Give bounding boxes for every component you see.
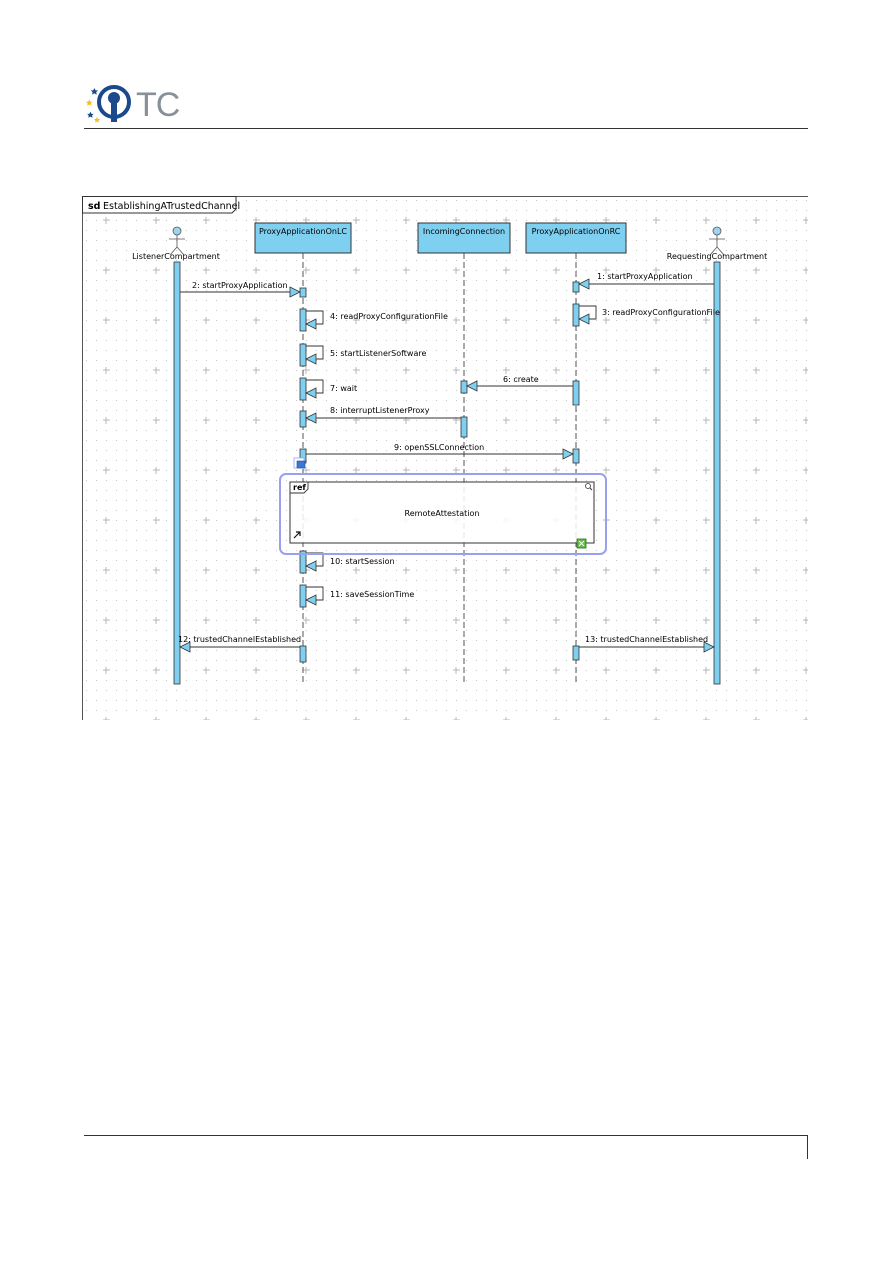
message-label: 3: readProxyConfigurationFile bbox=[602, 308, 720, 317]
message-label: 9: openSSLConnection bbox=[394, 443, 484, 452]
message-label: 10: startSession bbox=[330, 557, 395, 566]
activation-bar[interactable] bbox=[173, 261, 181, 685]
activation-bar[interactable] bbox=[460, 416, 468, 438]
actor-label: RequestingCompartment bbox=[667, 252, 767, 261]
frame-name: EstablishingATrustedChannel bbox=[103, 201, 240, 212]
activation-bar[interactable] bbox=[572, 303, 580, 327]
activation-bar[interactable] bbox=[460, 380, 468, 394]
logo-emblem-icon bbox=[86, 85, 131, 123]
green-marker-icon[interactable] bbox=[576, 538, 587, 549]
activation-bar[interactable] bbox=[572, 645, 580, 661]
message-label: 8: interruptListenerProxy bbox=[330, 406, 430, 415]
message-label: 6: create bbox=[503, 375, 539, 384]
selection-outline bbox=[279, 473, 607, 555]
message-8[interactable]: 8: interruptListenerProxy bbox=[305, 406, 461, 424]
object-incoming-connection[interactable]: IncomingConnection bbox=[417, 222, 511, 254]
activation-bar[interactable] bbox=[572, 448, 580, 464]
object-proxy-application-on-rc[interactable]: ProxyApplicationOnRC bbox=[525, 222, 627, 254]
object-proxy-application-on-lc[interactable]: ProxyApplicationOnLC bbox=[254, 222, 352, 254]
message-label: 2: startProxyApplication bbox=[192, 281, 288, 290]
message-2[interactable]: 2: startProxyApplication bbox=[180, 281, 301, 298]
activation-bar[interactable] bbox=[299, 550, 307, 574]
message-label: 1: startProxyApplication bbox=[597, 272, 693, 281]
itc-logo: TC bbox=[86, 82, 196, 128]
message-label: 5: startListenerSoftware bbox=[330, 349, 426, 358]
logo-text: TC bbox=[136, 86, 180, 124]
activation-bar[interactable] bbox=[299, 584, 307, 608]
activation-bar[interactable] bbox=[299, 410, 307, 428]
activation-bar[interactable] bbox=[299, 377, 307, 401]
activation-bar[interactable] bbox=[572, 380, 580, 406]
message-5[interactable]: 5: startListenerSoftware bbox=[305, 345, 426, 365]
activation-bar[interactable] bbox=[299, 343, 307, 367]
activation-bar[interactable] bbox=[713, 261, 721, 685]
activation-bar[interactable] bbox=[572, 281, 580, 293]
message-label: 7: wait bbox=[330, 384, 357, 393]
message-label: 12: trustedChannelEstablished bbox=[178, 635, 301, 644]
activation-bar[interactable] bbox=[299, 308, 307, 332]
footer-tick bbox=[807, 1135, 808, 1159]
actor-label: ListenerCompartment bbox=[132, 252, 220, 261]
object-label: IncomingConnection bbox=[423, 227, 505, 236]
zoom-icon[interactable] bbox=[585, 483, 593, 491]
sequence-diagram-canvas: sd EstablishingATrustedChannel ListenerC… bbox=[82, 196, 808, 720]
actor-listener-compartment[interactable]: ListenerCompartment bbox=[132, 226, 220, 261]
message-7[interactable]: 7: wait bbox=[305, 379, 357, 399]
message-3[interactable]: 3: readProxyConfigurationFile bbox=[578, 305, 720, 325]
activation-bar[interactable] bbox=[299, 287, 307, 298]
resize-arrow-icon[interactable] bbox=[293, 531, 301, 539]
ref-name: RemoteAttestation bbox=[405, 509, 480, 518]
message-11[interactable]: 11: saveSessionTime bbox=[305, 586, 414, 606]
message-13[interactable]: 13: trustedChannelEstablished bbox=[579, 635, 715, 653]
message-9[interactable]: 9: openSSLConnection bbox=[306, 443, 574, 460]
message-label: 13: trustedChannelEstablished bbox=[585, 635, 708, 644]
frame-header: sd EstablishingATrustedChannel bbox=[82, 196, 808, 720]
message-label: 4: readProxyConfigurationFile bbox=[330, 312, 448, 321]
message-1[interactable]: 1: startProxyApplication bbox=[578, 272, 714, 290]
footer-divider bbox=[84, 1135, 808, 1136]
message-6[interactable]: 6: create bbox=[466, 375, 573, 392]
ref-fragment-remote-attestation[interactable]: ref RemoteAttestation bbox=[279, 473, 607, 555]
ref-keyword: ref bbox=[293, 483, 306, 492]
object-label: ProxyApplicationOnLC bbox=[259, 227, 347, 236]
activation-bar[interactable] bbox=[299, 645, 307, 663]
actor-requesting-compartment[interactable]: RequestingCompartment bbox=[667, 226, 767, 261]
activations bbox=[173, 261, 721, 685]
sequence-diagram: sd EstablishingATrustedChannel ListenerC… bbox=[82, 196, 808, 720]
message-4[interactable]: 4: readProxyConfigurationFile bbox=[305, 310, 448, 330]
message-label: 11: saveSessionTime bbox=[330, 590, 414, 599]
fragment-handle-icon[interactable] bbox=[296, 460, 306, 469]
frame-keyword: sd bbox=[88, 201, 100, 212]
header-divider bbox=[84, 128, 808, 129]
message-12[interactable]: 12: trustedChannelEstablished bbox=[178, 635, 301, 653]
object-label: ProxyApplicationOnRC bbox=[532, 227, 621, 236]
